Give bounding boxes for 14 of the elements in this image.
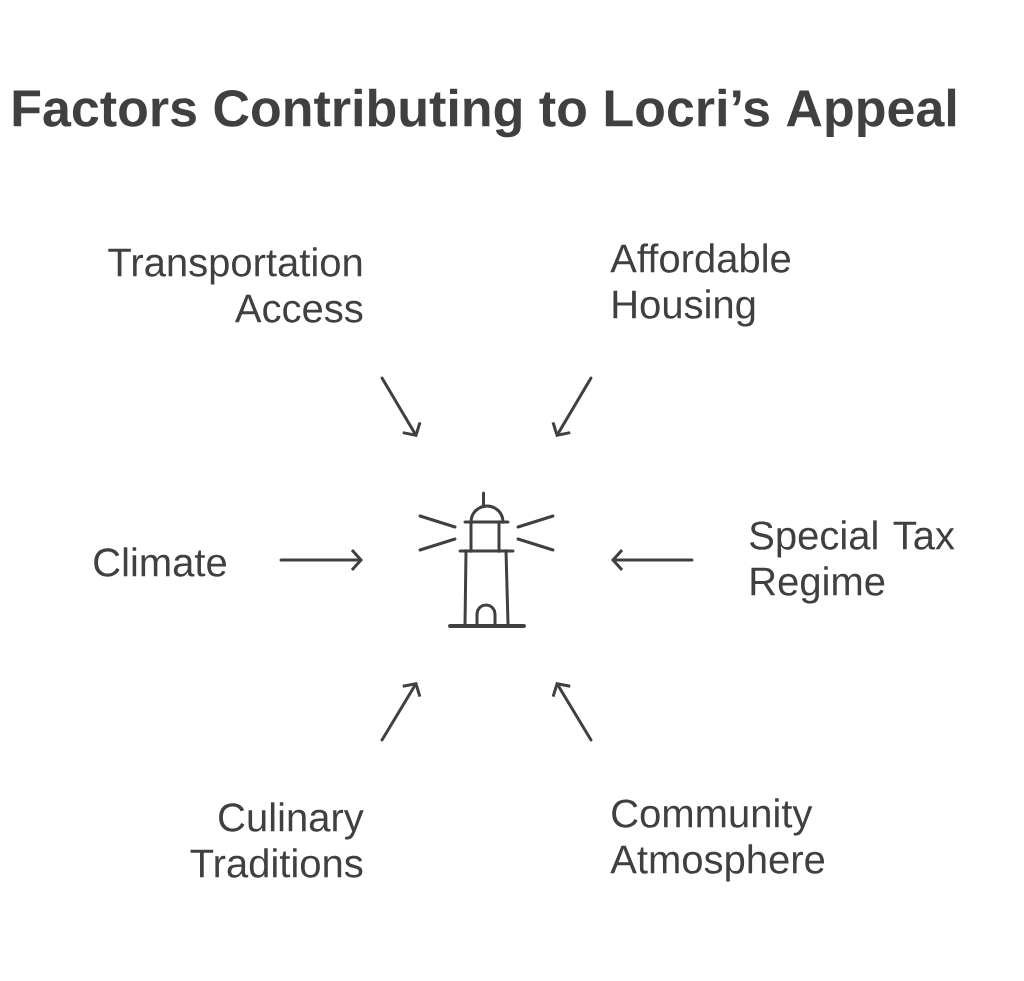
factor-label: Culinary Traditions [190,802,364,878]
lighthouse-icon [418,491,555,628]
arrow [279,548,363,571]
title: Factors Contributing to Locri’s Appeal [13,88,956,138]
factor-label: Transportation Access [108,247,363,323]
arrow [611,548,694,571]
arrow [380,376,422,437]
factor-label: Climate [94,547,226,577]
arrow [551,682,593,742]
factor-label: Affordable Housing [610,243,791,327]
factor-label: Special Tax Regime [750,520,955,604]
factor-label: Community Atmosphere [610,798,825,882]
arrow [551,376,593,437]
arrow [380,682,422,742]
